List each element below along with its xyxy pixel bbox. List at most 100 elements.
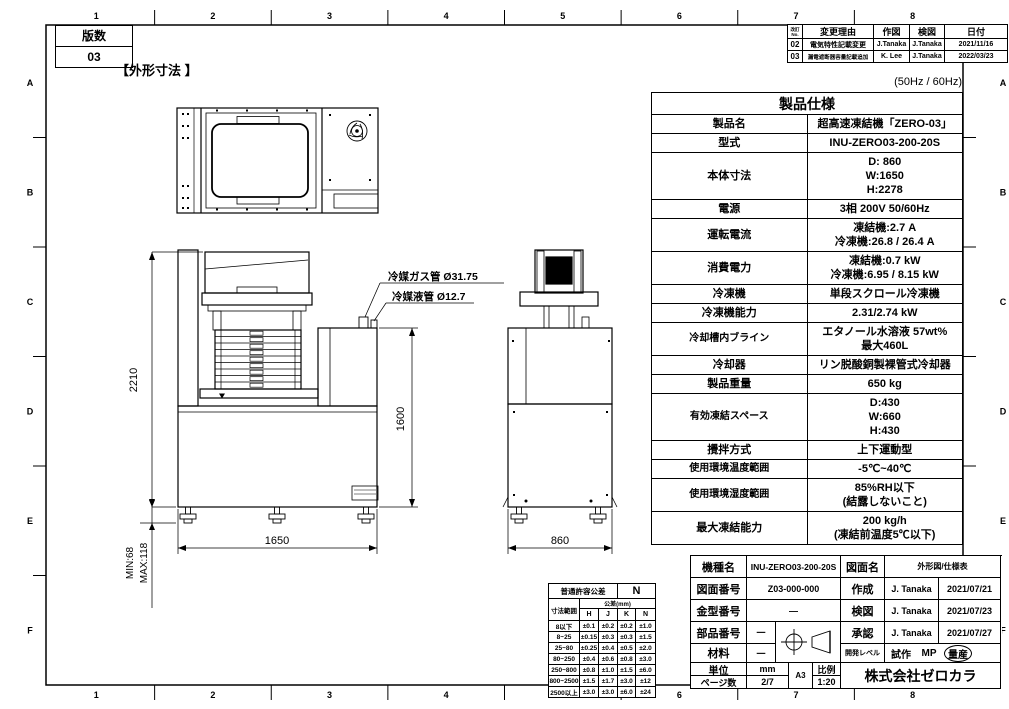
- spec-label: 製品重量: [651, 374, 808, 394]
- third-angle-projection-icon: [781, 629, 831, 655]
- spec-value: 650 kg: [806, 374, 963, 394]
- tolerance-value: ±1.0: [598, 664, 618, 676]
- model-value: INU-ZERO03-200-20S: [747, 556, 841, 578]
- tolerance-value: ±3.0: [579, 686, 599, 698]
- checked-date: 2021/07/23: [939, 600, 1001, 622]
- tolerance-col-n: N: [635, 608, 656, 621]
- version-box: 版数 03: [55, 25, 133, 68]
- rev-drawn: J.Tanaka: [873, 38, 910, 51]
- dev-level-label: 開発レベル: [841, 644, 885, 663]
- tolerance-value: ±1.5: [579, 675, 599, 687]
- mold-no-value: ―: [747, 600, 841, 622]
- zone-label-left: D: [27, 406, 34, 416]
- spec-row: 使用環境温度範囲-5℃~40℃: [651, 459, 963, 479]
- rev-drawn: K. Lee: [873, 50, 910, 63]
- side-view-drawing: [502, 249, 618, 524]
- rev-date: 2021/11/16: [944, 38, 1008, 51]
- unit-label: 単位: [691, 663, 747, 677]
- rev-checked: J.Tanaka: [909, 50, 945, 63]
- zone-label-right: B: [1000, 187, 1007, 197]
- tolerance-col-k: K: [617, 608, 636, 621]
- revision-header: 改訂No. 変更理由 作図 検図 日付: [787, 24, 1008, 39]
- spec-row: 冷却槽内ブラインエタノール水溶液 57wt%最大460L: [651, 322, 963, 356]
- tolerance-value: ±0.3: [598, 631, 618, 643]
- tolerance-row: 25~80±0.25±0.4±0.5±2.0: [548, 642, 656, 654]
- section-title: 【外形寸法 】: [116, 63, 198, 78]
- dimension-lines: [140, 251, 613, 608]
- zone-label-left: F: [27, 625, 33, 635]
- rev-date-header: 日付: [944, 24, 1008, 39]
- spec-label: 製品名: [651, 114, 808, 134]
- screw-dots: [182, 109, 371, 211]
- paper-size: A3: [789, 663, 813, 689]
- spec-row: 攪拌方式上下運動型: [651, 440, 963, 460]
- tolerance-value: ±0.5: [617, 642, 636, 654]
- zone-label-bottom: 3: [327, 690, 332, 700]
- spec-label: 冷却器: [651, 355, 808, 375]
- zone-label-bottom: 7: [794, 690, 799, 700]
- spec-label: 本体寸法: [651, 152, 808, 200]
- pipe-gas-label: 冷媒ガス管 Ø31.75: [388, 270, 478, 283]
- spec-value: エタノール水溶液 57wt%最大460L: [806, 322, 963, 356]
- dev-level-spacer: [975, 644, 1001, 663]
- rev-checked-header: 検図: [909, 24, 945, 39]
- dev-level-mass-production: 量産: [941, 644, 975, 663]
- zone-label-top: 7: [794, 11, 799, 21]
- zone-label-top: 4: [444, 11, 449, 21]
- tolerance-table: 普通許容公差 N 寸法範囲 公差(mm) H J K N 8以下±0.1±0.2…: [548, 583, 656, 698]
- tolerance-value: ±3.0: [598, 686, 618, 698]
- tolerance-value: ±0.2: [598, 620, 618, 632]
- spec-row: 冷却器リン脱酸銅製裸管式冷却器: [651, 355, 963, 375]
- spec-value: 200 kg/h(凍結前温度5℃以下): [806, 511, 963, 545]
- tolerance-value: ±0.15: [579, 631, 599, 643]
- dim-1600: 1600: [395, 407, 407, 431]
- tolerance-grade: N: [617, 583, 656, 599]
- spec-label: 冷凍機能力: [651, 303, 808, 323]
- tolerance-value: ±12: [635, 675, 656, 687]
- rev-reason: 電気特性記載変更: [802, 38, 874, 51]
- tolerance-value: ±0.8: [579, 664, 599, 676]
- spec-label: 攪拌方式: [651, 440, 808, 460]
- version-value: 03: [87, 50, 101, 64]
- tolerance-range-header: 寸法範囲: [548, 598, 580, 621]
- tolerance-range: 80~250: [548, 653, 580, 665]
- part-no-value: 一: [747, 622, 776, 644]
- spec-label: 運転電流: [651, 218, 808, 252]
- spec-value: 2.31/2.74 kW: [806, 303, 963, 323]
- tolerance-row: 250~800±0.8±1.0±1.5±6.0: [548, 664, 656, 676]
- drawing-name-label: 図面名: [841, 556, 885, 578]
- checked-name: J. Tanaka: [885, 600, 939, 622]
- zone-label-top: 1: [94, 11, 99, 21]
- spec-label: 使用環境温度範囲: [651, 459, 808, 479]
- tolerance-range: 8以下: [548, 620, 580, 632]
- frequency-note: (50Hz / 60Hz): [894, 76, 962, 88]
- created-date: 2021/07/21: [939, 578, 1001, 600]
- tolerance-value: ±24: [635, 686, 656, 698]
- drawing-no-label: 図面番号: [691, 578, 747, 600]
- dev-level-prototype: 試作: [885, 644, 917, 663]
- pages-label: ページ数: [691, 676, 747, 689]
- zone-label-left: E: [27, 516, 33, 526]
- dim-860: 860: [551, 535, 569, 547]
- rev-no: 03: [787, 50, 803, 63]
- spec-label: 冷凍機: [651, 284, 808, 304]
- dev-level-selected: 量産: [944, 644, 972, 662]
- side-feet: [510, 506, 607, 524]
- material-label: 材料: [691, 644, 747, 663]
- tolerance-value: ±2.0: [635, 642, 656, 654]
- approved-label: 承認: [841, 622, 885, 644]
- zone-label-bottom: 8: [910, 690, 915, 700]
- zone-label-bottom: 2: [210, 690, 215, 700]
- drawing-no-value: Z03-000-000: [747, 578, 841, 600]
- projection-symbol: [776, 622, 841, 663]
- zone-label-bottom: 6: [677, 690, 682, 700]
